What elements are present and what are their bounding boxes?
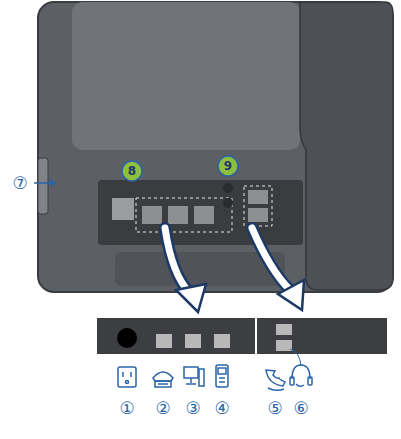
aux-port [194,206,214,224]
port [276,324,292,335]
pc-port [168,206,188,224]
callout-circle [122,161,142,181]
arrow-head [278,280,304,310]
port-group [244,186,272,226]
port-icons [118,349,312,390]
port [276,340,292,351]
power-port [112,198,134,220]
headset-port [248,208,268,222]
zoom-arrow [165,228,290,293]
power-jack [117,328,137,348]
jack [223,183,233,193]
phone-body [38,2,393,292]
leader-line [34,182,50,184]
handset-port [248,190,268,204]
leader-head [50,179,56,187]
callout-number: ⑦ [12,175,27,192]
screen-back [72,2,300,150]
callout-number: ① [119,400,134,417]
lan-port [142,206,162,224]
callout-number: ② [155,400,170,417]
port [156,334,172,348]
port [185,334,201,348]
jack [223,198,233,208]
port-group [136,198,232,232]
callout-number: ③ [185,400,200,417]
zoom-panel [97,318,387,354]
callout-number: ④ [214,400,229,417]
callout-number: 9 [224,160,232,172]
callout-number: 8 [128,165,136,177]
handset [300,2,393,290]
port-bay [98,180,303,245]
arrow-head [176,284,206,312]
panel-divider [255,318,257,354]
side-port [38,158,48,214]
port [214,334,230,348]
callout-circle [218,156,238,176]
callout-number: ⑥ [293,400,308,417]
callout-number: ⑤ [267,400,282,417]
